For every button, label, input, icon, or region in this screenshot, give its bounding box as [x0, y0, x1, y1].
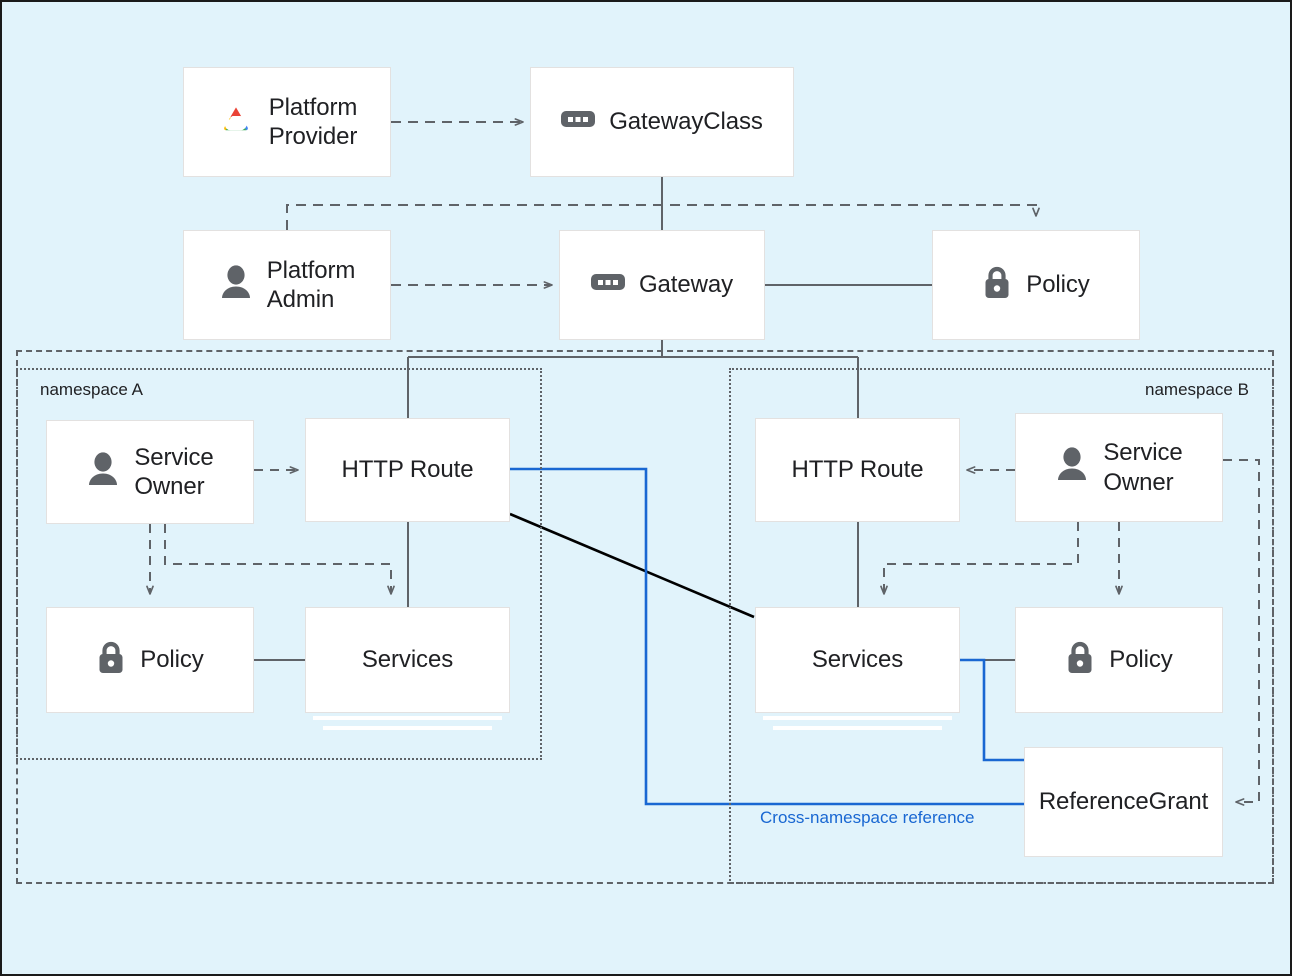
- node-label: HTTP Route: [341, 456, 474, 484]
- node-label: Platform Provider: [268, 93, 358, 150]
- node-label: GatewayClass: [609, 108, 763, 136]
- node-label: ReferenceGrant: [1038, 788, 1209, 816]
- node-platform-admin[interactable]: Platform Admin: [183, 230, 391, 340]
- node-policy-a[interactable]: Policy: [46, 607, 254, 713]
- node-services-a[interactable]: Services: [305, 607, 510, 713]
- node-gateway[interactable]: Gateway: [559, 230, 765, 340]
- cross-namespace-reference-label: Cross-namespace reference: [760, 808, 975, 827]
- gateway-icon: [590, 271, 625, 298]
- node-service-owner-a[interactable]: Service Owner: [46, 420, 254, 524]
- node-label: HTTP Route: [791, 456, 924, 484]
- node-reference-grant[interactable]: ReferenceGrant: [1024, 747, 1223, 857]
- node-label: Policy: [1109, 646, 1173, 674]
- node-label: Policy: [1026, 271, 1090, 299]
- node-label: Service Owner: [134, 443, 214, 500]
- node-label: Service Owner: [1103, 439, 1183, 496]
- edge-admin-to-policy: [286, 204, 1040, 230]
- node-platform-provider[interactable]: Platform Provider: [183, 67, 391, 177]
- gateway-class-icon: [561, 108, 596, 135]
- person-icon: [86, 451, 120, 493]
- node-policy-b[interactable]: Policy: [1015, 607, 1223, 713]
- node-gateway-class[interactable]: GatewayClass: [530, 67, 794, 177]
- node-label: Services: [361, 646, 454, 674]
- node-policy-top[interactable]: Policy: [932, 230, 1140, 340]
- lock-icon: [96, 639, 126, 682]
- services-a-stack-shadow: [313, 716, 502, 736]
- person-icon: [1055, 447, 1089, 488]
- lock-icon: [982, 264, 1012, 307]
- namespace-b-label: namespace B: [1145, 380, 1249, 399]
- person-icon: [219, 264, 253, 306]
- node-http-route-a[interactable]: HTTP Route: [305, 418, 510, 522]
- node-label: Services: [811, 646, 904, 674]
- node-label: Platform Admin: [266, 256, 356, 313]
- google-cloud-icon: [217, 104, 255, 141]
- node-label: Policy: [140, 646, 204, 674]
- lock-icon: [1065, 639, 1095, 682]
- node-label: Gateway: [638, 271, 733, 299]
- node-service-owner-b[interactable]: Service Owner: [1015, 413, 1223, 522]
- namespace-a-label: namespace A: [40, 380, 144, 399]
- node-services-b[interactable]: Services: [755, 607, 960, 713]
- node-http-route-b[interactable]: HTTP Route: [755, 418, 960, 522]
- services-b-stack-shadow: [763, 716, 952, 736]
